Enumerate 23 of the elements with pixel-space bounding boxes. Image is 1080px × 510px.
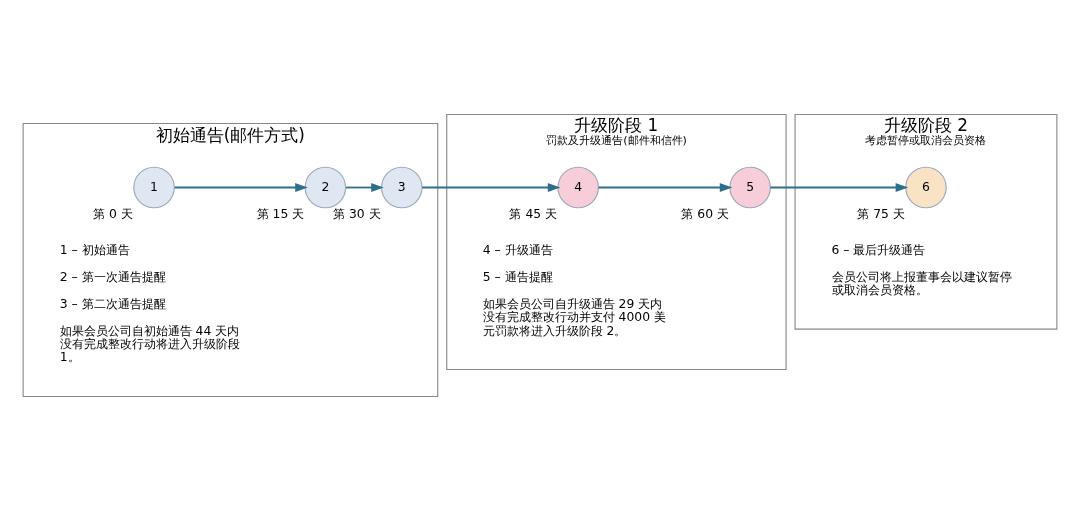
arrow	[345, 182, 384, 192]
node-circle: 4	[557, 166, 599, 208]
arrow	[421, 182, 561, 192]
node-circle: 5	[729, 166, 771, 208]
label: 如果会员公司自升级通告 29 天内没有完成整改行动并支付 4000 美元罚款将进入升级阶段 2。	[482, 296, 667, 337]
label: 2 – 第一次通告提醒	[59, 269, 166, 284]
node-label: 第 0 天	[93, 206, 133, 221]
arrow	[769, 182, 909, 192]
node-label: 第 15 天	[256, 206, 305, 221]
node-label: 第 60 天	[681, 206, 729, 221]
node-label: 第 75 天	[857, 206, 905, 221]
label: 3 – 第二次通告提醒	[59, 296, 166, 311]
node-label: 第 30 天	[333, 206, 381, 221]
node-circle: 2	[304, 166, 347, 208]
arrow	[173, 182, 308, 192]
label: 5 – 通告提醒	[482, 269, 553, 284]
node-circle: 3	[381, 166, 423, 208]
node-circle: 6	[905, 166, 947, 208]
label: 会员公司将上报董事会以建议暂停或取消会员资格。	[831, 269, 1012, 297]
node-label: 第 45 天	[509, 206, 558, 221]
arrow	[597, 182, 733, 192]
node-circle: 1	[133, 166, 175, 208]
label: 如果会员公司自初始通告 44 天内没有完成整改行动将进入升级阶段 1。	[59, 322, 240, 364]
